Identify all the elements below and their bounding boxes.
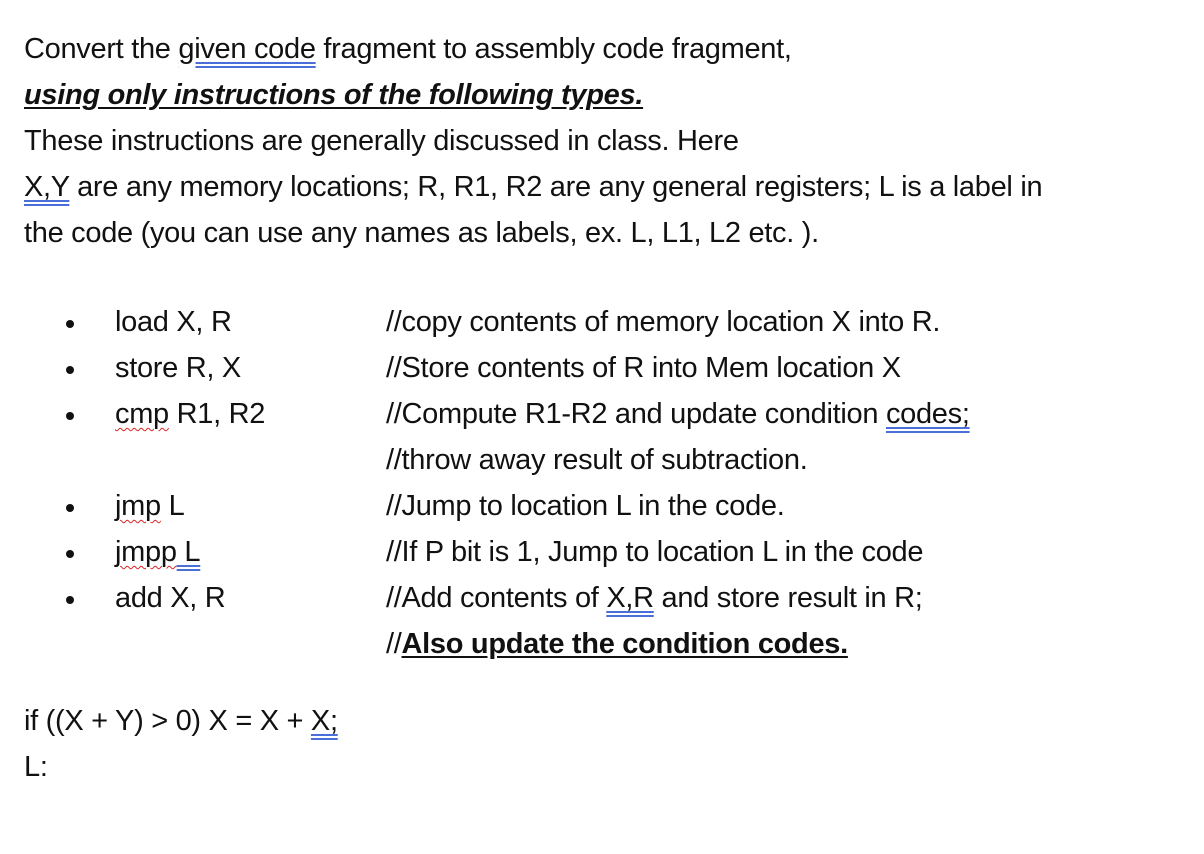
list-item: add X, R //Add contents of X,R and store… (0, 578, 1204, 624)
instruction-comment: //copy contents of memory location X int… (386, 306, 941, 338)
intro-line-1: Convert the given code fragment to assem… (24, 26, 1184, 72)
intro-line-2: using only instructions of the following… (24, 72, 1184, 118)
bullet-icon (66, 596, 74, 604)
comment-text: and store result in R; (653, 582, 923, 614)
instruction-comment: //Compute R1-R2 and update condition cod… (386, 398, 970, 431)
comment-text-marked: codes; (885, 398, 970, 430)
instruction-comment: //Jump to location L in the code. (386, 490, 785, 522)
intro-line-5: the code (you can use any names as label… (24, 217, 819, 249)
intro-text-marked: X,Y (24, 171, 70, 203)
intro-text: Convert the (24, 33, 179, 65)
instruction-operands: R1, R2 (168, 398, 266, 430)
bullet-icon (66, 320, 74, 328)
bullet-icon (66, 550, 74, 558)
emphasis-text: using only instructions of the following… (24, 79, 644, 111)
intro-line-4: X,Y are any memory locations; R, R1, R2 … (24, 164, 1184, 210)
intro-line-3: These instructions are generally discuss… (24, 125, 739, 157)
spellcheck-word: jmp (115, 490, 161, 522)
intro-text: fragment to assembly code fragment, (315, 33, 792, 65)
instruction-comment: //If P bit is 1, Jump to location L in t… (386, 536, 924, 568)
instruction-operands: L (160, 490, 185, 522)
spellcheck-word: jmpp (115, 536, 177, 568)
comment-text: //Compute R1-R2 and update condition (386, 398, 886, 430)
instruction-op: jmpp L (115, 536, 201, 569)
instruction-op: cmp R1, R2 (115, 398, 265, 431)
intro-text: are any memory locations; R, R1, R2 are … (69, 171, 1043, 203)
instruction-comment: //Store contents of R into Mem location … (386, 352, 901, 384)
list-item: cmp R1, R2 //Compute R1-R2 and update co… (0, 394, 1204, 440)
instruction-op: store R, X (115, 352, 241, 384)
list-item-continuation: //Also update the condition codes. (0, 624, 1204, 670)
bullet-icon (66, 412, 74, 420)
list-item-continuation: //throw away result of subtraction. (0, 440, 1204, 486)
list-item: store R, X //Store contents of R into Me… (0, 348, 1204, 394)
code-line-2: L: (24, 751, 48, 783)
comment-text: // (386, 628, 402, 660)
instruction-comment: //throw away result of subtraction. (386, 444, 808, 476)
bullet-icon (66, 504, 74, 512)
code-line-1: if ((X + Y) > 0) X = X + X; (24, 698, 338, 744)
instruction-op: load X, R (115, 306, 232, 338)
problem-statement: Convert the given code fragment to assem… (24, 26, 1184, 256)
comment-emphasis: Also update the condition codes. (401, 628, 849, 660)
intro-text-marked: given code (178, 33, 316, 65)
comment-text: //Add contents of (386, 582, 607, 614)
list-item: jmpp L //If P bit is 1, Jump to location… (0, 532, 1204, 578)
code-text-marked: X; (310, 705, 338, 737)
code-text: if ((X + Y) > 0) X = X + (24, 705, 311, 737)
instruction-op: jmp L (115, 490, 185, 523)
instruction-comment: //Also update the condition codes. (386, 628, 848, 661)
instruction-operands: L (176, 536, 201, 568)
instruction-comment: //Add contents of X,R and store result i… (386, 582, 923, 615)
code-fragment: if ((X + Y) > 0) X = X + X; L: (24, 698, 338, 790)
bullet-icon (66, 366, 74, 374)
comment-text-marked: X,R (606, 582, 654, 614)
spellcheck-word: cmp (115, 398, 169, 430)
list-item: jmp L //Jump to location L in the code. (0, 486, 1204, 532)
list-item: load X, R //copy contents of memory loca… (0, 302, 1204, 348)
instruction-op: add X, R (115, 582, 226, 614)
